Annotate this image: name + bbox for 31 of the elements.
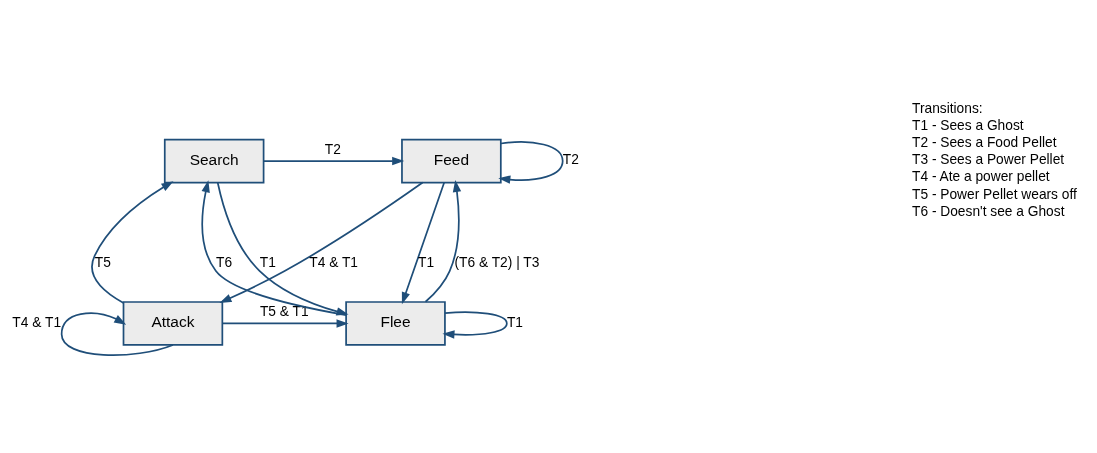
arrow — [91, 181, 174, 304]
edge-label: (T6 & T2) | T3 — [454, 254, 540, 270]
edge-label: T1 — [259, 254, 276, 270]
arrow — [401, 181, 446, 305]
label: T1 - Sees a Ghost — [912, 117, 1024, 133]
label: T2 - Sees a Food Pellet — [912, 135, 1057, 151]
edge-label: T2 — [324, 141, 341, 157]
label: T6 - Doesn't see a Ghost — [912, 203, 1065, 219]
edge-label: T4 & T1 — [12, 314, 62, 330]
node-box: Search — [163, 138, 265, 184]
label: T3 - Sees a Power Pellet — [912, 152, 1065, 168]
node-box: Attack — [122, 301, 224, 346]
arrow — [219, 181, 424, 303]
label: Transitions: — [912, 100, 983, 116]
edge-label: T6 — [216, 254, 233, 270]
edge-label: T5 — [94, 254, 111, 270]
label: T4 - Ate a power pellet — [912, 169, 1050, 185]
arrow — [498, 141, 564, 184]
edge-label: T5 & T1 — [259, 304, 309, 320]
arrow — [60, 312, 174, 356]
label: T5 - Power Pellet wears off — [912, 186, 1077, 202]
node-box: Feed — [401, 138, 502, 184]
arrow — [221, 319, 349, 328]
edge-label: T4 & T1 — [309, 254, 358, 270]
edge-label: T2 — [562, 152, 579, 168]
edge-label: T1 — [418, 254, 435, 270]
arrow — [442, 311, 508, 339]
node-box: Flee — [345, 301, 446, 346]
arrow — [424, 180, 462, 303]
edge-label: T1 — [506, 314, 524, 330]
arrow — [262, 156, 405, 166]
